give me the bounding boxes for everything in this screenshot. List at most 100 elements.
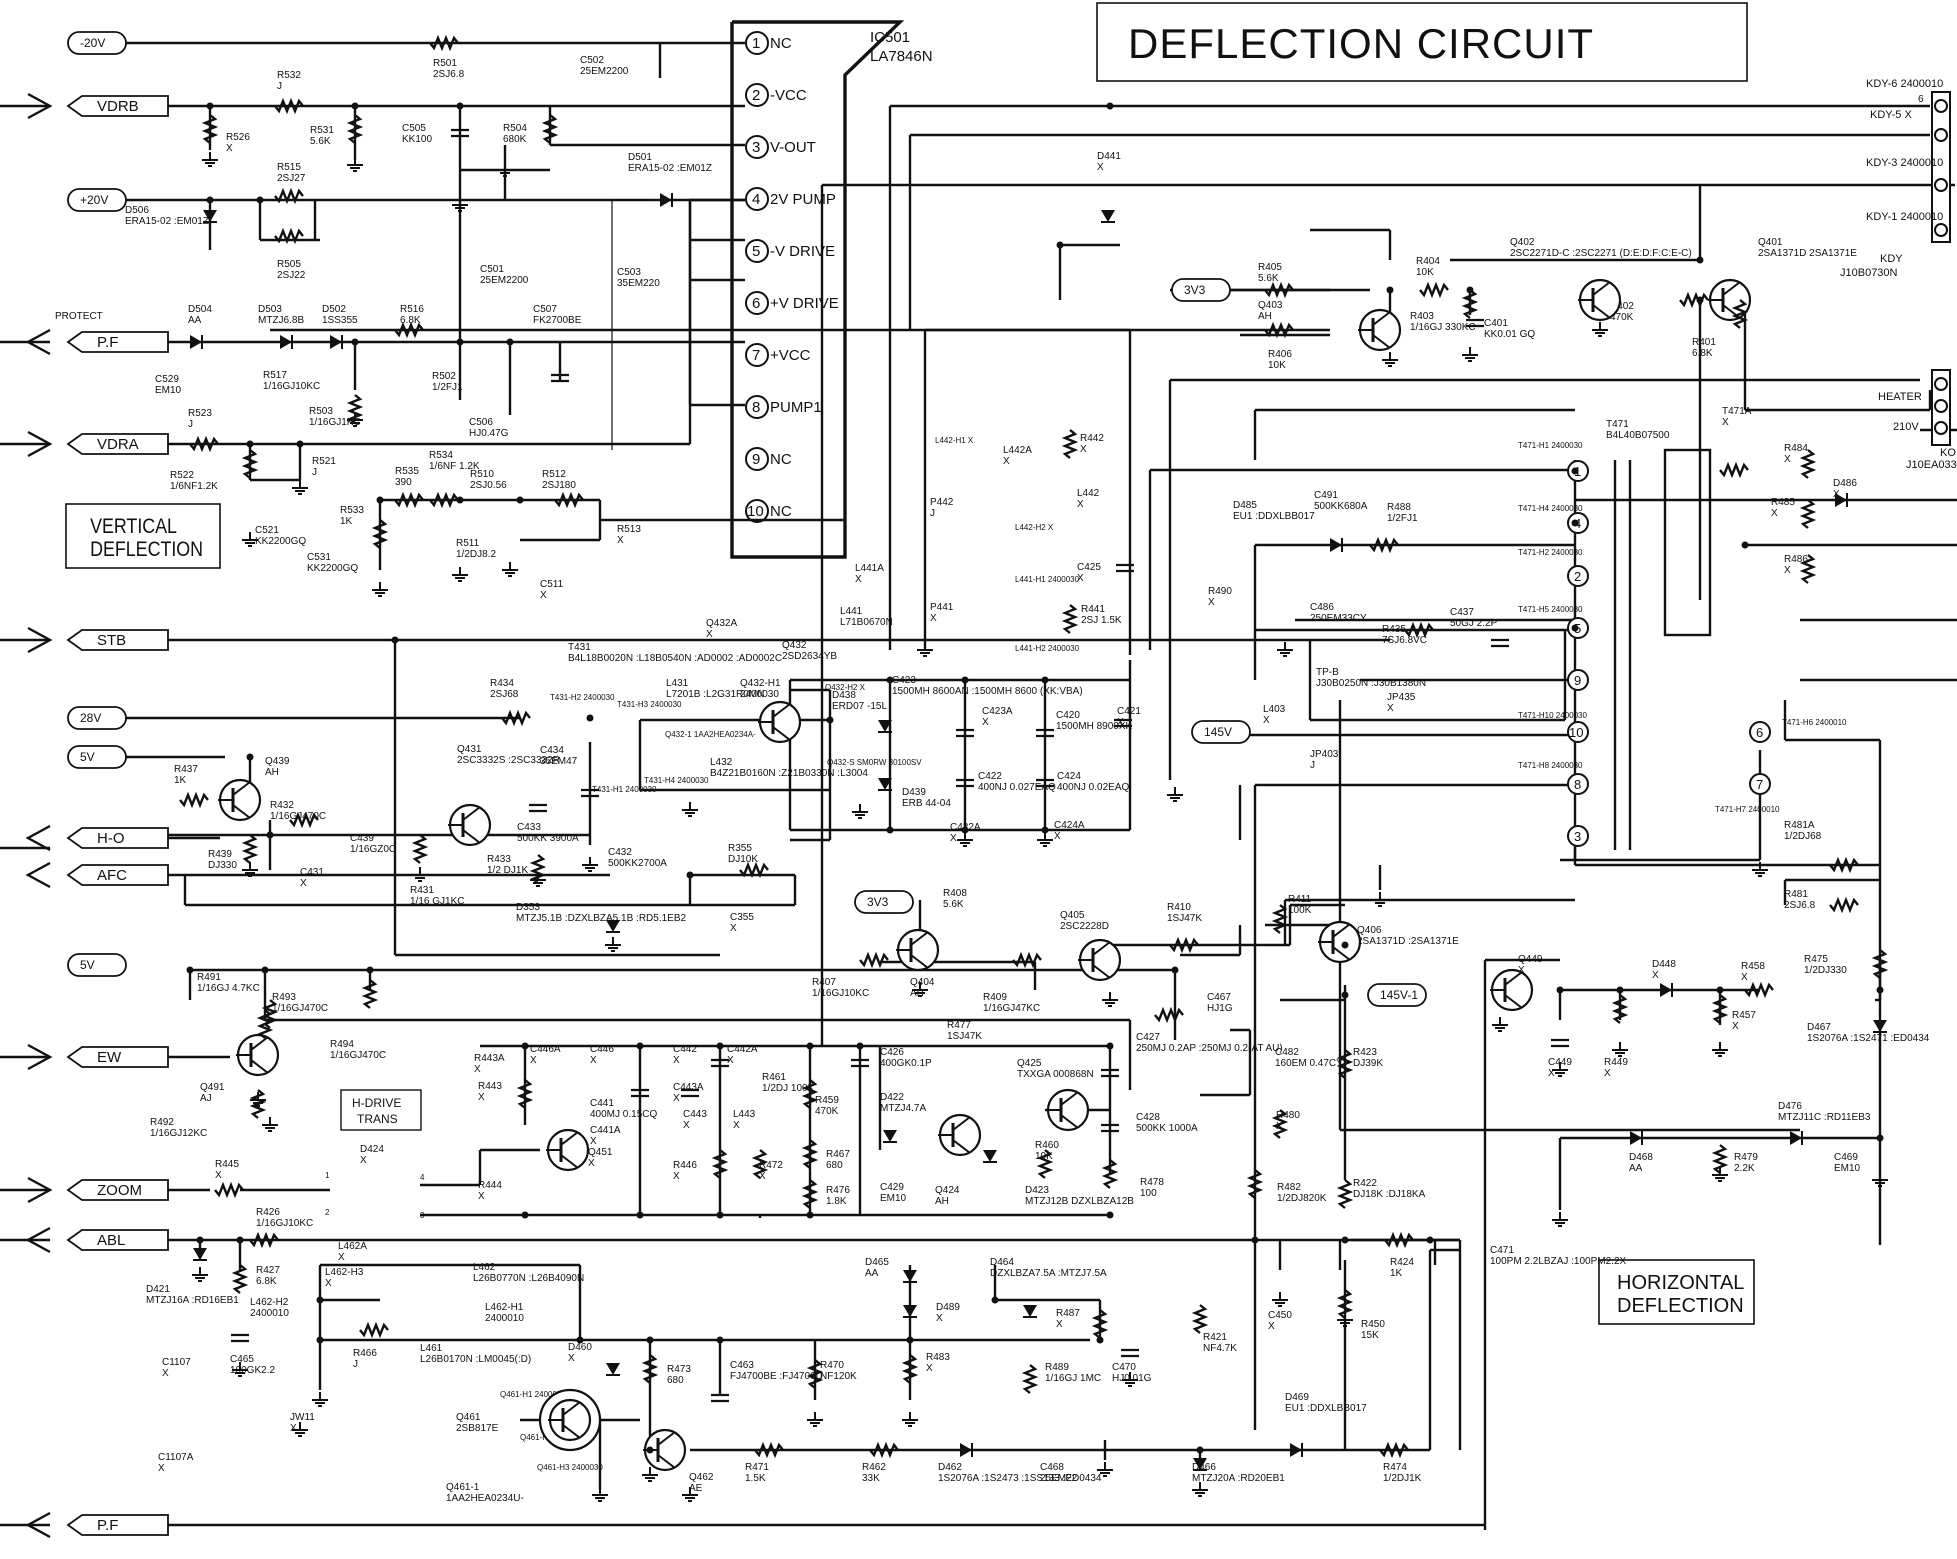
small-label-l441h2: L441-H2 2400030 — [1015, 644, 1080, 653]
component-ref: C420 — [1056, 710, 1080, 721]
component-value: 35EM220 — [617, 278, 660, 289]
ic-pin-name: NC — [770, 35, 792, 52]
component-value: 35EM47 — [540, 756, 578, 767]
component-value: X — [290, 1423, 297, 1434]
t471-pin-number: 3 — [1574, 829, 1581, 844]
component-value: L7201B :L2G31R0MN — [666, 689, 764, 700]
port-h-o: H-O — [25, 824, 169, 852]
component-value: 390 — [395, 477, 412, 488]
r442-icon — [1061, 429, 1079, 459]
component-value: X — [733, 1120, 740, 1131]
component-value: 1/16 GJ1KC — [410, 896, 464, 907]
component-value: X — [1784, 454, 1791, 465]
r531-icon — [346, 114, 364, 144]
protect-label: PROTECT — [55, 311, 103, 322]
t471-pin-label-h6: T471-H6 2400010 — [1782, 718, 1847, 727]
ground-icon — [262, 1117, 278, 1132]
ground-icon — [502, 562, 518, 577]
component-ref: D506 — [125, 205, 149, 216]
component-ref: Q424 — [935, 1185, 960, 1196]
ground-icon — [807, 1412, 823, 1427]
horizontal-box-line1: HORIZONTAL — [1617, 1272, 1744, 1294]
component-value: X — [540, 590, 547, 601]
ic-pin-circle — [745, 187, 769, 211]
port-arrow-in — [27, 430, 53, 458]
component-value: 2SJ68 — [490, 689, 519, 700]
junction-dot — [1571, 624, 1579, 632]
junction-dot — [296, 440, 304, 448]
small-label-d424p2: 2 — [325, 1208, 330, 1217]
component-value: J — [1310, 760, 1315, 771]
component-ref: D502 — [322, 304, 346, 315]
component-value: 25EM2200 — [580, 66, 629, 77]
component-ref: C426 — [880, 1047, 904, 1058]
component-value: 470K — [1610, 312, 1634, 323]
junction-dot — [646, 1336, 654, 1344]
ic-pin-number: 2 — [752, 87, 760, 104]
small-label-q432h2: Q432-H2 X — [825, 683, 866, 692]
component-value: X — [588, 1158, 595, 1169]
t471-pin — [1749, 721, 1771, 743]
component-value: X — [982, 717, 989, 728]
component-ref: R467 — [826, 1149, 850, 1160]
junction-dot — [886, 826, 894, 834]
small-label-d424p1: 1 — [325, 1171, 330, 1180]
component-ref: C469 — [1834, 1152, 1858, 1163]
rail-label: 5V — [80, 958, 95, 972]
q439-symbol — [218, 778, 262, 822]
component-ref: R442 — [1080, 433, 1104, 444]
port-label: VDRB — [97, 98, 139, 115]
component-value: 2SA1371D 2SA1371E — [1758, 248, 1857, 259]
component-value: X — [1548, 1068, 1555, 1079]
component-value: 1.5K — [745, 1473, 766, 1484]
d422-icon — [883, 1130, 897, 1143]
component-value: 1/16GJ10KC — [263, 381, 320, 392]
component-value: X — [162, 1368, 169, 1379]
r459-icon — [801, 1139, 819, 1169]
component-ref: R532 — [277, 70, 301, 81]
ground-icon — [917, 642, 933, 657]
ic-pin-circle — [745, 83, 769, 107]
component-value: 680 — [826, 1160, 843, 1171]
ground-icon — [242, 532, 258, 547]
small-label-l442h1: L442-H1 X — [935, 436, 974, 445]
kdy5-label: KDY-5 X — [1870, 109, 1912, 121]
component-ref: C425 — [1077, 562, 1101, 573]
ground-icon — [642, 1467, 658, 1482]
component-ref: D441 — [1097, 151, 1121, 162]
component-value: X — [926, 1363, 933, 1374]
component-ref: R488 — [1387, 502, 1411, 513]
q406-symbol — [1318, 920, 1362, 964]
junction-dot — [1716, 986, 1724, 994]
component-value: 400NJ 0.02EAQ — [1057, 782, 1129, 793]
component-value: EU1 :DDXLBB017 — [1233, 511, 1315, 522]
component-value: 1K — [340, 516, 353, 527]
horizontal-box-line2: DEFLECTION — [1617, 1295, 1744, 1317]
d468-icon — [1630, 1131, 1643, 1145]
ground-icon — [1372, 892, 1388, 907]
ground-icon — [1382, 352, 1398, 367]
q404-symbol — [896, 928, 940, 972]
d485-icon — [1330, 538, 1343, 552]
ic-pin-name: NC — [770, 451, 792, 468]
component-value: X — [478, 1092, 485, 1103]
junction-dot — [246, 440, 254, 448]
ground-icon — [1872, 1172, 1888, 1187]
component-ref: C424A — [1054, 820, 1085, 831]
